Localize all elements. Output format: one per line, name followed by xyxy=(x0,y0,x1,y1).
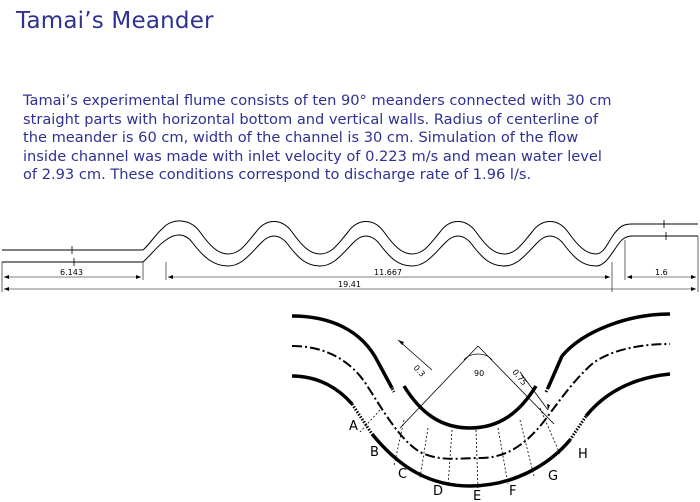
section-label-H: H xyxy=(578,447,588,462)
centerline xyxy=(291,343,671,460)
section-label-F: F xyxy=(509,484,516,499)
section-label-G: G xyxy=(548,469,558,484)
lower-wall-left xyxy=(291,374,354,406)
lower-wall-right xyxy=(584,372,671,418)
meander-lower-wall xyxy=(142,234,633,267)
section-label-B: B xyxy=(370,445,379,460)
break-mark xyxy=(663,220,667,240)
slide-body-text: Tamai’s experimental flume consists of t… xyxy=(23,92,683,185)
body-line: Tamai’s experimental flume consists of t… xyxy=(23,92,612,109)
body-line: the meander is 60 cm, width of the chann… xyxy=(23,129,579,147)
left-dimension-label: 0.3 xyxy=(412,363,427,378)
slide-title: Tamai’s Meander xyxy=(16,8,214,34)
dim-outlet-length: 1.6 xyxy=(655,268,668,277)
section-label-E: E xyxy=(473,489,481,502)
outlet-channel xyxy=(632,223,698,237)
angle-label: 90 xyxy=(474,369,484,378)
break-mark xyxy=(71,246,75,266)
body-line: straight parts with horizontal bottom an… xyxy=(23,110,599,128)
lower-arc xyxy=(370,432,572,488)
body-line: inside channel was made with inlet veloc… xyxy=(23,147,602,165)
dim-meander-length: 11.667 xyxy=(374,268,402,277)
body-line: of 2.93 cm. These conditions correspond … xyxy=(23,166,532,184)
meander-bend-detail xyxy=(291,312,671,489)
section-label-A: A xyxy=(349,419,358,434)
dim-inlet-length: 6.143 xyxy=(60,268,83,277)
inner-arc xyxy=(402,385,538,430)
right-dimension-label: 0.75 xyxy=(510,368,528,388)
section-label-C: C xyxy=(398,467,407,482)
outer-wall xyxy=(291,312,671,363)
section-label-D: D xyxy=(433,484,443,499)
dim-total-length: 19.41 xyxy=(338,280,361,289)
inner-wall-upper xyxy=(376,355,564,389)
inlet-channel xyxy=(2,249,143,263)
meander-upper-wall xyxy=(142,220,633,255)
